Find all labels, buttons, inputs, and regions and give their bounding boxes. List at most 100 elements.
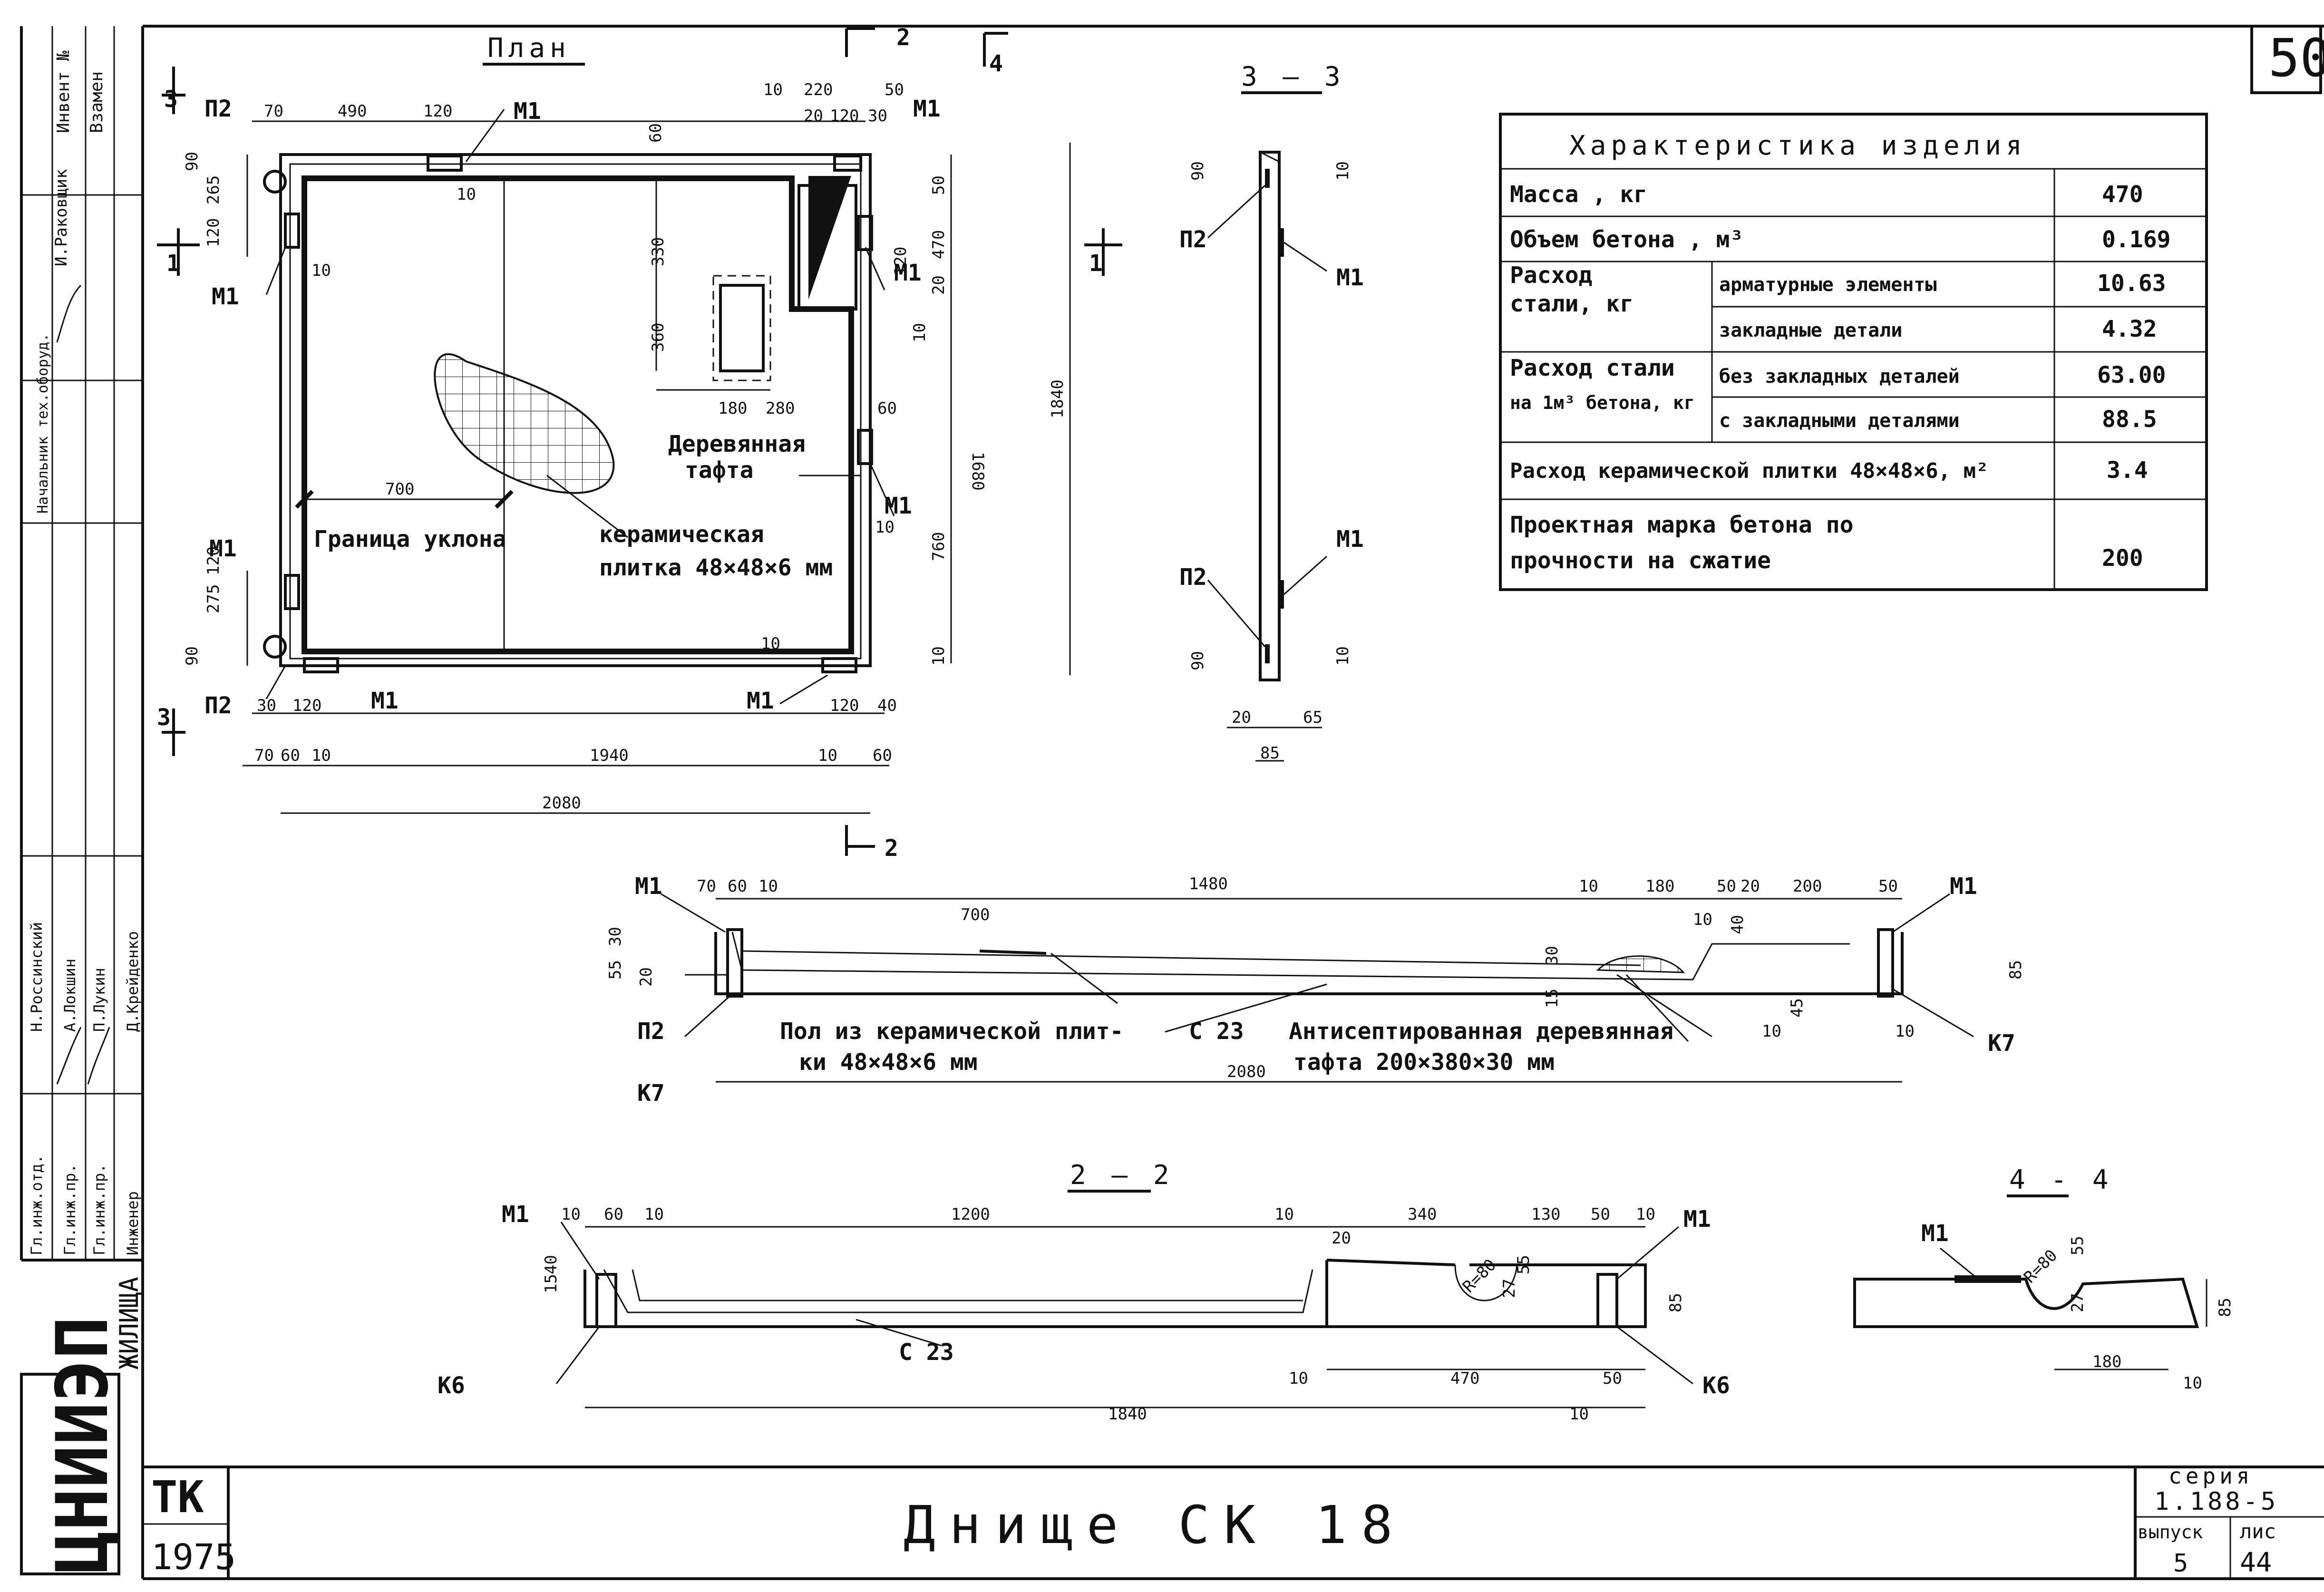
sheet-frame — [141, 25, 2324, 1580]
table-row8-label-b: прочности на сжатие — [1510, 547, 1771, 574]
s33-p2-bottom: П2 — [1179, 564, 1207, 591]
stamp-name-2: А.Локшин — [61, 959, 79, 1032]
stamp-role-3: Гл.инж.пр. — [90, 1164, 108, 1255]
s11-dim-700: 700 — [961, 905, 990, 924]
plan-dim-30a: 30 — [868, 107, 887, 126]
plan-slope-label: Граница уклона — [314, 526, 506, 553]
plan-wood-label2: тафта — [685, 457, 754, 484]
s22-dim-27: 27 — [1500, 1279, 1519, 1298]
s11-tafta-2: тафта 200×380×30 мм — [1293, 1049, 1555, 1076]
s33-dim-20: 20 — [1232, 708, 1251, 727]
stamp-vzamen: Взамен — [87, 71, 107, 133]
table-row1-label: Масса , кг — [1510, 181, 1647, 208]
plan-m1-left2: М1 — [209, 535, 237, 562]
s22-k6-left: К6 — [438, 1372, 465, 1399]
s11-k7-right: К7 — [1988, 1030, 2015, 1057]
plan-dim-120f: 120 — [292, 696, 321, 715]
s44-dim-10: 10 — [2183, 1374, 2202, 1393]
s44-dim-85: 85 — [2216, 1298, 2235, 1317]
s11-dim-10b: 10 — [1579, 877, 1598, 896]
plan-dim-120g: 120 — [830, 696, 859, 715]
s22-k6-right: К6 — [1702, 1372, 1730, 1399]
s11-dim-30: 30 — [1543, 946, 1562, 965]
s22-m1-right: М1 — [1683, 1206, 1711, 1233]
plan-dim-20b: 20 — [929, 275, 948, 295]
plan-dim-2080: 2080 — [542, 794, 581, 813]
plan-dim-20a: 20 — [804, 107, 823, 126]
plan-dim-490: 490 — [338, 102, 367, 121]
plan-dim-120a: 120 — [423, 102, 452, 121]
s11-dim-180: 180 — [1645, 877, 1674, 896]
s22-dim-10e: 10 — [1289, 1369, 1308, 1388]
left-stamp — [20, 26, 143, 1575]
plan-m1-bottom2: М1 — [747, 688, 774, 714]
plan-dim-40: 40 — [877, 696, 897, 715]
plan-dim-70b: 70 — [254, 746, 274, 765]
s11-m1-right: М1 — [1950, 873, 1977, 900]
table-row7-value: 3.4 — [2107, 457, 2148, 484]
plan-dim-120b: 120 — [830, 107, 859, 126]
plan-dim-10d: 10 — [457, 185, 476, 204]
s22-dim-55: 55 — [1514, 1255, 1533, 1274]
table-row5-value: 63.00 — [2097, 362, 2166, 388]
s11-dim-200: 200 — [1793, 877, 1822, 896]
s33-dim-85: 85 — [1260, 744, 1280, 763]
s11-dim-10d: 10 — [1762, 1022, 1781, 1041]
plan-dim-760: 760 — [929, 532, 948, 561]
s22-c23: С 23 — [899, 1339, 954, 1366]
s11-dim-30b: 30 — [606, 927, 625, 946]
s22-dim-10a: 10 — [561, 1205, 581, 1224]
table-row1-value: 470 — [2102, 181, 2143, 208]
s11-dim-20b: 20 — [637, 967, 656, 987]
s33-dim-90a: 90 — [1188, 161, 1207, 181]
s22-dim-130: 130 — [1531, 1205, 1560, 1224]
plan-p2-bottom: П2 — [204, 692, 232, 719]
plan-dim-120e: 120 — [204, 546, 223, 575]
tk-label: ТК — [151, 1472, 204, 1523]
plan-dim-60b: 60 — [877, 399, 897, 418]
section33-title: 3 — 3 — [1241, 61, 1345, 92]
s11-dim-20: 20 — [1741, 877, 1760, 896]
plan-title: План — [487, 33, 571, 64]
list-label: лис — [2240, 1520, 2276, 1543]
plan-dim-30b: 30 — [257, 696, 276, 715]
plan-dim-330: 330 — [649, 237, 668, 266]
plan-dim-60c: 60 — [281, 746, 300, 765]
section22-title: 2 — 2 — [1070, 1160, 1174, 1191]
plan-dim-10g: 10 — [875, 518, 895, 537]
plan-dim-10e: 10 — [311, 261, 331, 280]
plan-m1-left: М1 — [212, 283, 239, 310]
stamp-name-top-1: И.Раковщик — [52, 169, 71, 266]
s22-dim-60: 60 — [604, 1205, 623, 1224]
plan-wood-label: Деревянная — [668, 431, 806, 457]
stamp-role-2: Гл.инж.пр. — [61, 1164, 79, 1255]
table-title: Характеристика изделия — [1569, 130, 2027, 161]
s22-dim-10c: 10 — [1274, 1205, 1294, 1224]
s22-dim-50: 50 — [1591, 1205, 1610, 1224]
table-row4-value: 4.32 — [2102, 316, 2157, 342]
plan-dim-10c: 10 — [818, 746, 837, 765]
plan-p2-top: П2 — [204, 96, 232, 122]
cut-mark-3-bottom: 3 — [157, 704, 171, 731]
plan-dim-10a: 10 — [763, 80, 783, 99]
s22-dim-10f: 10 — [1569, 1405, 1589, 1424]
table-row5-label-b: на 1м³ бетона, кг — [1510, 392, 1695, 413]
s11-dim-1480: 1480 — [1189, 874, 1228, 893]
stamp-role-4: Инженер — [124, 1191, 142, 1255]
s33-m1-top: М1 — [1336, 264, 1364, 291]
sheet-title: Днище СК 18 — [904, 1495, 1407, 1555]
plan-dim-180: 180 — [718, 399, 747, 418]
plan-dim-10i: 10 — [929, 646, 948, 666]
s11-dim-50b: 50 — [1878, 877, 1898, 896]
section44-title: 4 - 4 — [2009, 1165, 2113, 1195]
cut-mark-2-top: 2 — [896, 24, 910, 51]
org-logo: ЦНИИЭП — [41, 1316, 124, 1574]
characteristics-table — [1499, 113, 2208, 591]
s22-dim-50b: 50 — [1603, 1369, 1622, 1388]
table-row7-label: Расход керамической плитки 48×48×6, м² — [1510, 459, 1989, 483]
table-row5-label-a: Расход стали — [1510, 355, 1675, 381]
table-row3-label-a: Расход — [1510, 262, 1592, 289]
list-value: 44 — [2240, 1547, 2272, 1578]
plan-dim-360: 360 — [649, 323, 668, 352]
s33-dim-10b: 10 — [1333, 646, 1352, 666]
